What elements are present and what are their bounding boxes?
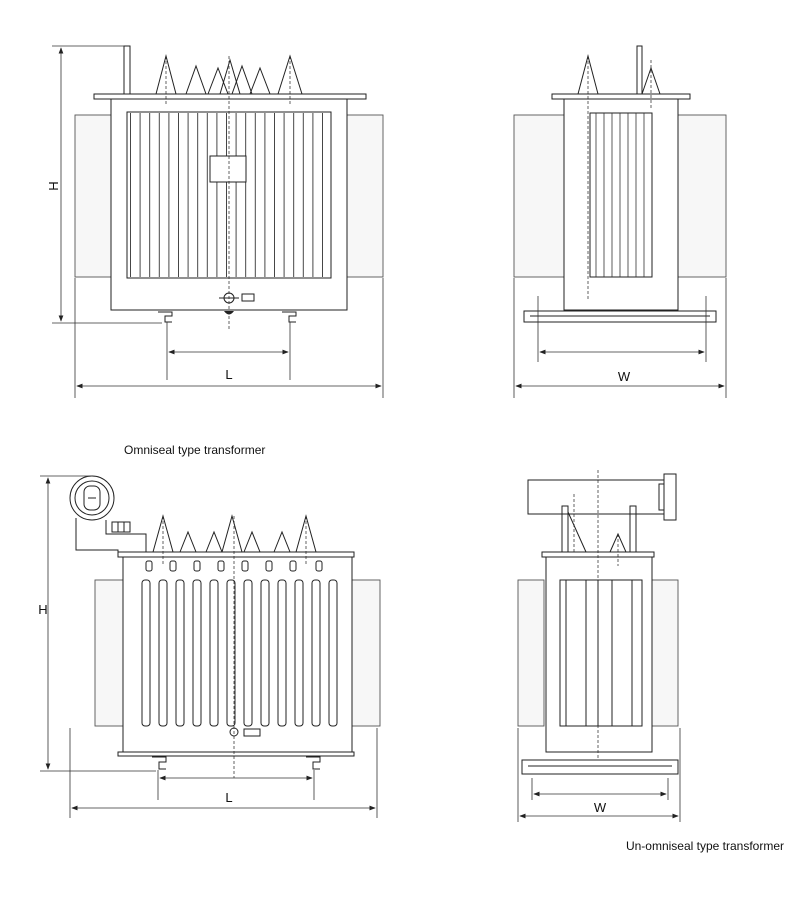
width-label-top: W (618, 369, 631, 384)
height-label-top: H (46, 181, 61, 190)
right-radiator (346, 114, 384, 278)
bottom-left-radiator (94, 579, 124, 727)
side-tank-body (563, 98, 679, 311)
side-right-radiator (677, 114, 727, 278)
bottom-tank-body (122, 556, 353, 753)
nameplate (209, 155, 247, 183)
side-conservator (527, 479, 665, 515)
caption-omniseal: Omniseal type transformer (124, 443, 265, 457)
bottom-cooling-fins (141, 579, 338, 727)
side-bottom-base (521, 759, 679, 775)
caption-unomniseal: Un-omniseal type transformer (626, 839, 784, 853)
height-label-bottom: H (38, 602, 47, 617)
omniseal-side-view: W (513, 45, 727, 398)
cover-plate (93, 93, 367, 100)
side-base-rail (523, 310, 717, 323)
unomniseal-side-view: W (517, 470, 681, 822)
left-foot (158, 311, 173, 323)
lifting-lug (123, 45, 131, 95)
side-left-radiator (513, 114, 565, 278)
bottom-right-radiator (351, 579, 381, 727)
omniseal-front-view: H L (46, 45, 384, 398)
side-bottom-tank (545, 556, 653, 753)
breather (111, 521, 131, 533)
length-label-top: L (225, 367, 232, 382)
width-label-bottom: W (594, 800, 607, 815)
length-label-bottom: L (225, 790, 232, 805)
unomniseal-front-view: H L (38, 475, 381, 818)
right-foot (282, 311, 297, 323)
bottom-hv-bushings (152, 514, 317, 553)
side-cover-plate (551, 93, 691, 100)
left-radiator (74, 114, 112, 278)
